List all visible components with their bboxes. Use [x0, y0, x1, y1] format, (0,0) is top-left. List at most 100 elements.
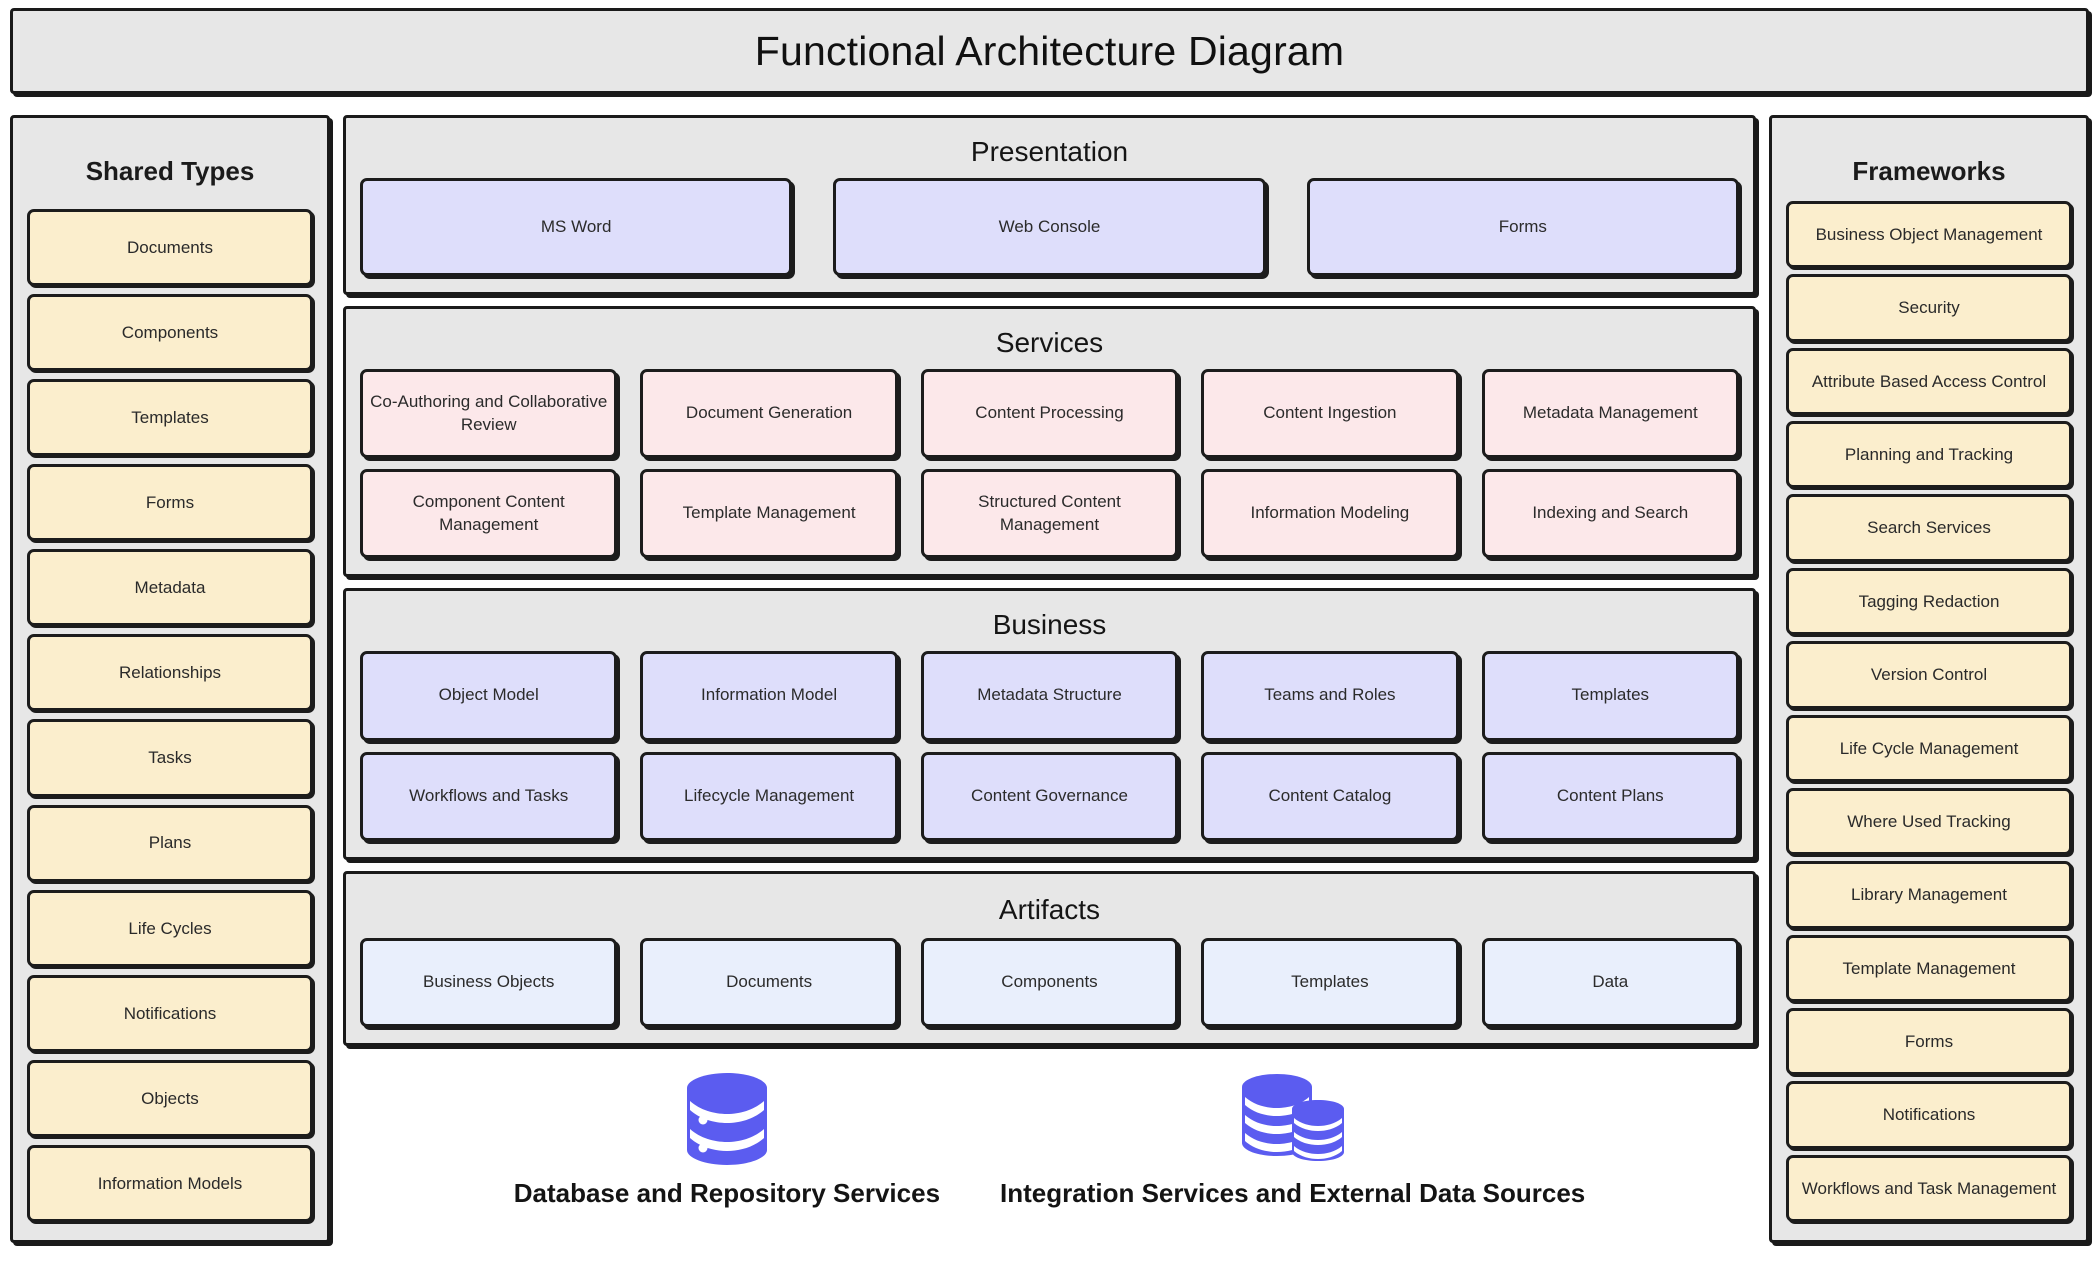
artifacts-item-label: Templates — [1291, 972, 1369, 992]
shared-type-item[interactable]: Metadata — [27, 549, 313, 627]
framework-item[interactable]: Business Object Management — [1786, 201, 2072, 269]
integration-services[interactable]: Integration Services and External Data S… — [1000, 1071, 1585, 1209]
artifacts-item-label: Business Objects — [423, 972, 555, 992]
business-item-label: Content Catalog — [1268, 785, 1392, 805]
services-layer: Services Co-Authoring and Collaborative … — [343, 306, 1756, 577]
services-item[interactable]: Indexing and Search — [1481, 469, 1739, 558]
artifacts-item[interactable]: Data — [1481, 938, 1739, 1027]
shared-type-label: Documents — [127, 237, 213, 257]
framework-item[interactable]: Template Management — [1786, 934, 2072, 1002]
framework-item[interactable]: Version Control — [1786, 641, 2072, 709]
framework-item[interactable]: Library Management — [1786, 861, 2072, 929]
business-item[interactable]: Metadata Structure — [920, 651, 1179, 741]
business-item-label: Workflows and Tasks — [409, 785, 569, 805]
shared-type-label: Plans — [148, 833, 192, 853]
database-repository-services[interactable]: Database and Repository Services — [514, 1071, 940, 1209]
framework-item[interactable]: Search Services — [1786, 494, 2072, 562]
page-title: Functional Architecture Diagram — [754, 27, 1345, 74]
business-item-label: Teams and Roles — [1264, 685, 1396, 705]
framework-label: Notifications — [1882, 1105, 1976, 1125]
services-item[interactable]: Co-Authoring and Collaborative Review — [360, 369, 618, 458]
artifacts-item[interactable]: Business Objects — [360, 938, 618, 1027]
services-item[interactable]: Structured Content Management — [920, 469, 1179, 558]
artifacts-item[interactable]: Components — [920, 938, 1179, 1027]
services-item[interactable]: Component Content Management — [360, 469, 618, 558]
services-item-label: Structured Content Management — [978, 491, 1121, 534]
framework-item[interactable]: Planning and Tracking — [1786, 421, 2072, 489]
business-item[interactable]: Content Plans — [1481, 751, 1739, 841]
shared-types-list: Documents Components Templates Forms Met… — [27, 209, 313, 1222]
shared-type-item[interactable]: Forms — [27, 464, 313, 542]
shared-type-label: Forms — [145, 493, 195, 513]
shared-type-item[interactable]: Components — [27, 294, 313, 372]
business-item[interactable]: Workflows and Tasks — [360, 751, 618, 841]
business-item-label: Information Model — [701, 685, 838, 705]
artifacts-item[interactable]: Documents — [640, 938, 898, 1027]
presentation-item-label: MS Word — [540, 216, 612, 236]
architecture-layers: Presentation MS Word Web Console Forms S… — [343, 115, 1756, 1243]
framework-item[interactable]: Workflows and Task Management — [1786, 1154, 2072, 1223]
framework-item[interactable]: Forms — [1786, 1007, 2072, 1076]
shared-type-label: Tasks — [148, 748, 192, 768]
shared-type-item[interactable]: Life Cycles — [27, 889, 313, 967]
business-item-label: Lifecycle Management — [684, 785, 855, 805]
services-item[interactable]: Content Processing — [920, 369, 1179, 458]
business-item-label: Templates — [1571, 685, 1650, 705]
shared-type-label: Components — [121, 322, 219, 342]
business-item[interactable]: Content Governance — [920, 751, 1179, 841]
presentation-item[interactable]: Forms — [1306, 178, 1739, 276]
presentation-item-label: Web Console — [998, 216, 1101, 236]
presentation-grid: MS Word Web Console Forms — [360, 178, 1739, 276]
business-item-label: Content Plans — [1556, 785, 1664, 805]
services-item-label: Co-Authoring and Collaborative Review — [370, 391, 608, 434]
shared-type-label: Life Cycles — [128, 918, 212, 938]
business-item[interactable]: Lifecycle Management — [640, 751, 898, 841]
shared-type-item[interactable]: Objects — [27, 1059, 313, 1137]
diagram-title-banner: Functional Architecture Diagram — [10, 8, 2089, 94]
shared-type-item[interactable]: Plans — [27, 804, 313, 882]
business-item-label: Object Model — [438, 685, 539, 705]
database-repository-services-label: Database and Repository Services — [513, 1178, 941, 1208]
services-item[interactable]: Template Management — [640, 469, 898, 558]
framework-label: Forms — [1904, 1032, 1954, 1051]
framework-label: Library Management — [1851, 885, 2007, 905]
shared-type-item[interactable]: Templates — [27, 379, 313, 457]
framework-item[interactable]: Attribute Based Access Control — [1786, 347, 2072, 416]
framework-item[interactable]: Security — [1786, 274, 2072, 342]
presentation-item[interactable]: Web Console — [833, 178, 1266, 276]
artifacts-item-label: Data — [1592, 972, 1629, 992]
services-item[interactable]: Content Ingestion — [1201, 369, 1459, 458]
services-item-label: Template Management — [682, 503, 856, 523]
services-item[interactable]: Metadata Management — [1481, 369, 1739, 458]
shared-type-item[interactable]: Relationships — [27, 634, 313, 712]
shared-type-item[interactable]: Information Models — [27, 1144, 313, 1222]
shared-type-label: Notifications — [123, 1003, 217, 1023]
business-item-label: Content Governance — [971, 785, 1128, 805]
artifacts-item[interactable]: Templates — [1201, 938, 1459, 1027]
services-item[interactable]: Information Modeling — [1201, 469, 1459, 558]
framework-item[interactable]: Notifications — [1786, 1081, 2072, 1149]
business-item-label: Metadata Structure — [977, 685, 1122, 705]
services-item[interactable]: Document Generation — [640, 369, 898, 458]
framework-item[interactable]: Tagging Redaction — [1786, 567, 2072, 636]
presentation-item[interactable]: MS Word — [360, 178, 793, 276]
services-item-label: Component Content Management — [412, 491, 565, 534]
framework-item[interactable]: Life Cycle Management — [1786, 714, 2072, 782]
business-item[interactable]: Object Model — [360, 651, 618, 741]
shared-type-item[interactable]: Documents — [27, 209, 313, 287]
framework-item[interactable]: Where Used Tracking — [1786, 787, 2072, 856]
artifacts-layer: Artifacts Business Objects Documents Com… — [343, 871, 1756, 1046]
artifacts-layer-title: Artifacts — [998, 894, 1101, 925]
business-item[interactable]: Information Model — [640, 651, 898, 741]
services-item-label: Metadata Management — [1522, 403, 1698, 423]
shared-type-item[interactable]: Notifications — [27, 974, 313, 1052]
business-layer-title: Business — [992, 609, 1107, 640]
services-item-label: Information Modeling — [1250, 503, 1410, 523]
business-item[interactable]: Templates — [1481, 651, 1739, 741]
business-item[interactable]: Teams and Roles — [1201, 651, 1459, 741]
services-grid: Co-Authoring and Collaborative Review Do… — [360, 369, 1739, 558]
framework-label: Attribute Based Access Control — [1811, 371, 2047, 391]
business-item[interactable]: Content Catalog — [1201, 751, 1459, 841]
shared-type-item[interactable]: Tasks — [27, 719, 313, 797]
